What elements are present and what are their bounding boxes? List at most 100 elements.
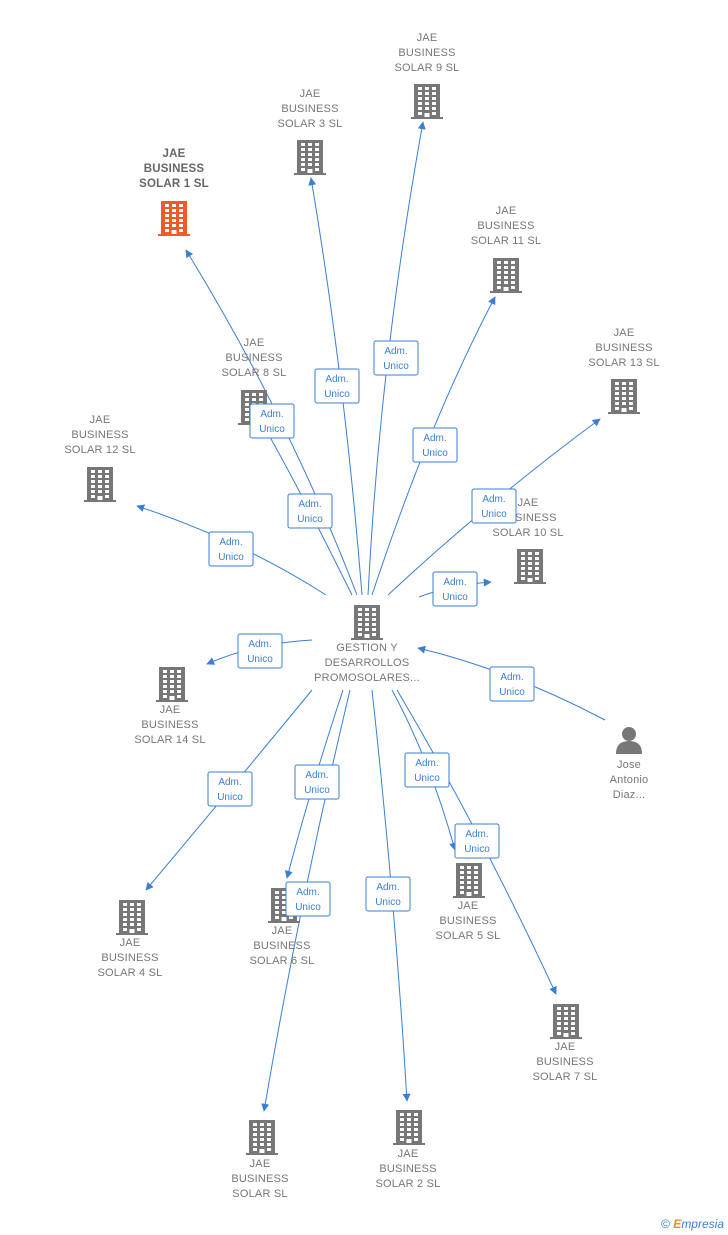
role-badge-solar11[interactable]: Adm.Unico: [412, 427, 458, 463]
label-line: JAE: [244, 337, 265, 349]
building-icon[interactable]: [608, 379, 640, 414]
building-door: [406, 1139, 412, 1144]
building-icon[interactable]: [158, 201, 190, 236]
role-badge-solar9[interactable]: Adm.Unico: [373, 340, 419, 376]
building-window: [571, 1027, 575, 1030]
building-window: [245, 393, 249, 396]
badge-label-line: Unico: [422, 448, 448, 459]
building-window: [137, 923, 141, 926]
building-base: [411, 117, 443, 119]
building-window: [414, 1133, 418, 1136]
building-window: [177, 680, 181, 683]
badge-label-line: Unico: [383, 361, 409, 372]
building-icon[interactable]: [116, 900, 148, 935]
building-window: [98, 485, 102, 488]
label-line: BUSINESS: [379, 1163, 436, 1175]
building-window: [622, 397, 626, 400]
role-badge-solar10[interactable]: Adm.Unico: [432, 571, 478, 607]
building-window: [130, 923, 134, 926]
building-window: [267, 1148, 271, 1151]
badge-label-line: Adm.: [500, 672, 523, 683]
building-window: [177, 685, 181, 688]
building-window: [622, 382, 626, 385]
badge-label-line: Adm.: [305, 770, 328, 781]
label-line: JAE: [120, 937, 141, 949]
building-window: [172, 204, 176, 207]
role-badge-solar14[interactable]: Adm.Unico: [237, 633, 283, 669]
building-icon[interactable]: [294, 140, 326, 175]
role-badge-solar8[interactable]: Adm.Unico: [287, 493, 333, 529]
empresia-brand[interactable]: © Empresia: [661, 1217, 724, 1231]
label-line: JAE: [496, 205, 517, 217]
building-window: [315, 143, 319, 146]
building-window: [260, 1133, 264, 1136]
role-badge-solar1[interactable]: Adm.Unico: [249, 403, 295, 439]
building-window: [521, 552, 525, 555]
building-window: [571, 1007, 575, 1010]
building-window: [179, 214, 183, 217]
building-window: [365, 613, 369, 616]
building-window: [407, 1133, 411, 1136]
building-window: [425, 87, 429, 90]
building-window: [301, 143, 305, 146]
building-icon[interactable]: [490, 258, 522, 293]
role-badge-solar4[interactable]: Adm.Unico: [207, 771, 253, 807]
building-window: [400, 1118, 404, 1121]
role-badge-solar3[interactable]: Adm.Unico: [314, 368, 360, 404]
badge-box: [412, 427, 458, 463]
building-window: [407, 1128, 411, 1131]
building-icon[interactable]: [411, 84, 443, 119]
role-badge-solar12[interactable]: Adm.Unico: [208, 531, 254, 567]
badge-label-line: Unico: [217, 792, 243, 803]
building-window: [418, 112, 422, 115]
building-window: [474, 891, 478, 894]
role-badge-solar7[interactable]: Adm.Unico: [454, 823, 500, 859]
role-badge-solar13[interactable]: Adm.Unico: [471, 488, 517, 524]
building-window: [497, 261, 501, 264]
building-icon[interactable]: [453, 863, 485, 898]
building-window: [252, 398, 256, 401]
badge-label-line: Adm.: [298, 499, 321, 510]
building-icon[interactable]: [246, 1120, 278, 1155]
building-icon[interactable]: [393, 1110, 425, 1145]
building-window: [460, 866, 464, 869]
badge-label-line: Unico: [304, 785, 330, 796]
building-icon[interactable]: [514, 549, 546, 584]
center-building-icon[interactable]: [351, 605, 383, 640]
role-badge-solar6[interactable]: Adm. Unico: [294, 764, 340, 800]
label-line: SOLAR 8 SL: [222, 367, 287, 379]
building-window: [535, 562, 539, 565]
role-badge-solar[interactable]: Adm.Unico: [285, 881, 331, 917]
building-icon[interactable]: [84, 467, 116, 502]
building-window: [400, 1133, 404, 1136]
label-line: BUSINESS: [595, 342, 652, 354]
badge-label-line: Adm.: [465, 829, 488, 840]
badge-label-line: Unico: [499, 687, 525, 698]
building-window: [400, 1128, 404, 1131]
building-icon[interactable]: [550, 1004, 582, 1039]
person-icon[interactable]: [616, 727, 642, 754]
building-door: [171, 230, 177, 235]
building-window: [564, 1012, 568, 1015]
role-badge-solar5[interactable]: Adm.Unico: [404, 752, 450, 788]
building-icon[interactable]: [156, 667, 188, 702]
building-window: [315, 168, 319, 171]
badge-label-line: Unico: [324, 389, 350, 400]
badge-label-line: Unico: [218, 552, 244, 563]
building-window: [267, 1138, 271, 1141]
role-badge-solar2[interactable]: Adm.Unico: [365, 876, 411, 912]
building-window: [557, 1017, 561, 1020]
building-window: [615, 392, 619, 395]
building-window: [137, 928, 141, 931]
role-badge-person[interactable]: Adm. Unico: [489, 666, 535, 702]
building-window: [504, 261, 508, 264]
label-line: SOLAR 9 SL: [395, 62, 460, 74]
building-window: [407, 1113, 411, 1116]
label-line: BUSINESS: [225, 352, 282, 364]
building-window: [497, 276, 501, 279]
